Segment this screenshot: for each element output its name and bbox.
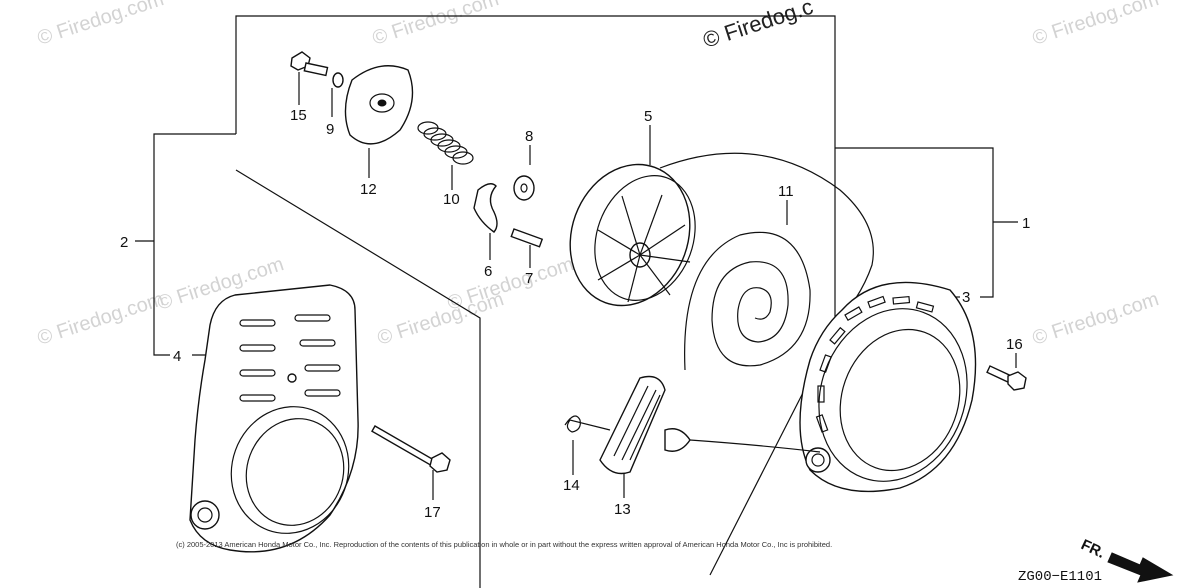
callout-16: 16 (1006, 336, 1023, 353)
watermark-mid-left: © Firedog.com (35, 288, 167, 350)
part-15-bolt (290, 51, 329, 77)
callout-7: 7 (525, 270, 533, 287)
direction-label: FR. (1078, 536, 1107, 562)
part-9-washer (332, 72, 344, 88)
callout-1: 1 (1022, 215, 1030, 232)
callout-11: 11 (778, 183, 794, 200)
copyright-notice: (c) 2005-2013 American Honda Motor Co., … (176, 540, 832, 549)
part-4-fan-cover (189, 284, 359, 553)
callout-5: 5 (644, 108, 652, 125)
part-11-spiral-spring (684, 231, 811, 371)
callout-15: 15 (290, 107, 307, 124)
callout-3: 3 (962, 289, 970, 306)
watermark-header: © Firedog.c (700, 0, 816, 53)
part-10-spring (417, 121, 474, 165)
watermark-mid-right: © Firedog.com (1030, 288, 1162, 350)
part-14-rope-knot (564, 415, 611, 433)
callouts: 1 2 3 4 5 6 7 8 9 10 11 12 13 14 15 16 1… (120, 107, 1030, 521)
watermark-top-left: © Firedog.com (35, 0, 167, 50)
part-8-washer (513, 175, 535, 201)
part-3-starter-case (799, 281, 977, 493)
part-16-bolt (986, 365, 1027, 391)
part-12-plate (344, 65, 414, 145)
callout-13: 13 (614, 501, 631, 518)
callout-4: 4 (173, 348, 181, 365)
part-13-grip (599, 375, 821, 475)
watermark-top-mid: © Firedog.com (370, 0, 502, 50)
part-5-reel (569, 152, 874, 331)
diagram-code: ZG00−E1101 (1018, 569, 1102, 585)
callout-9: 9 (326, 121, 334, 138)
callout-17: 17 (424, 504, 441, 521)
part-7-pin (510, 228, 544, 248)
watermark-top-right: © Firedog.com (1030, 0, 1162, 50)
front-arrow-icon (1107, 552, 1174, 583)
watermark-bracket-center: © Firedog.com (445, 253, 577, 315)
part-6-ratchet (473, 183, 498, 233)
callout-14: 14 (563, 477, 580, 494)
callout-12: 12 (360, 181, 377, 198)
callout-10: 10 (443, 191, 460, 208)
callout-8: 8 (525, 128, 533, 145)
part-17-bolt (371, 425, 451, 473)
callout-2: 2 (120, 234, 128, 251)
callout-6: 6 (484, 263, 492, 280)
assembly-lines (135, 15, 1018, 588)
